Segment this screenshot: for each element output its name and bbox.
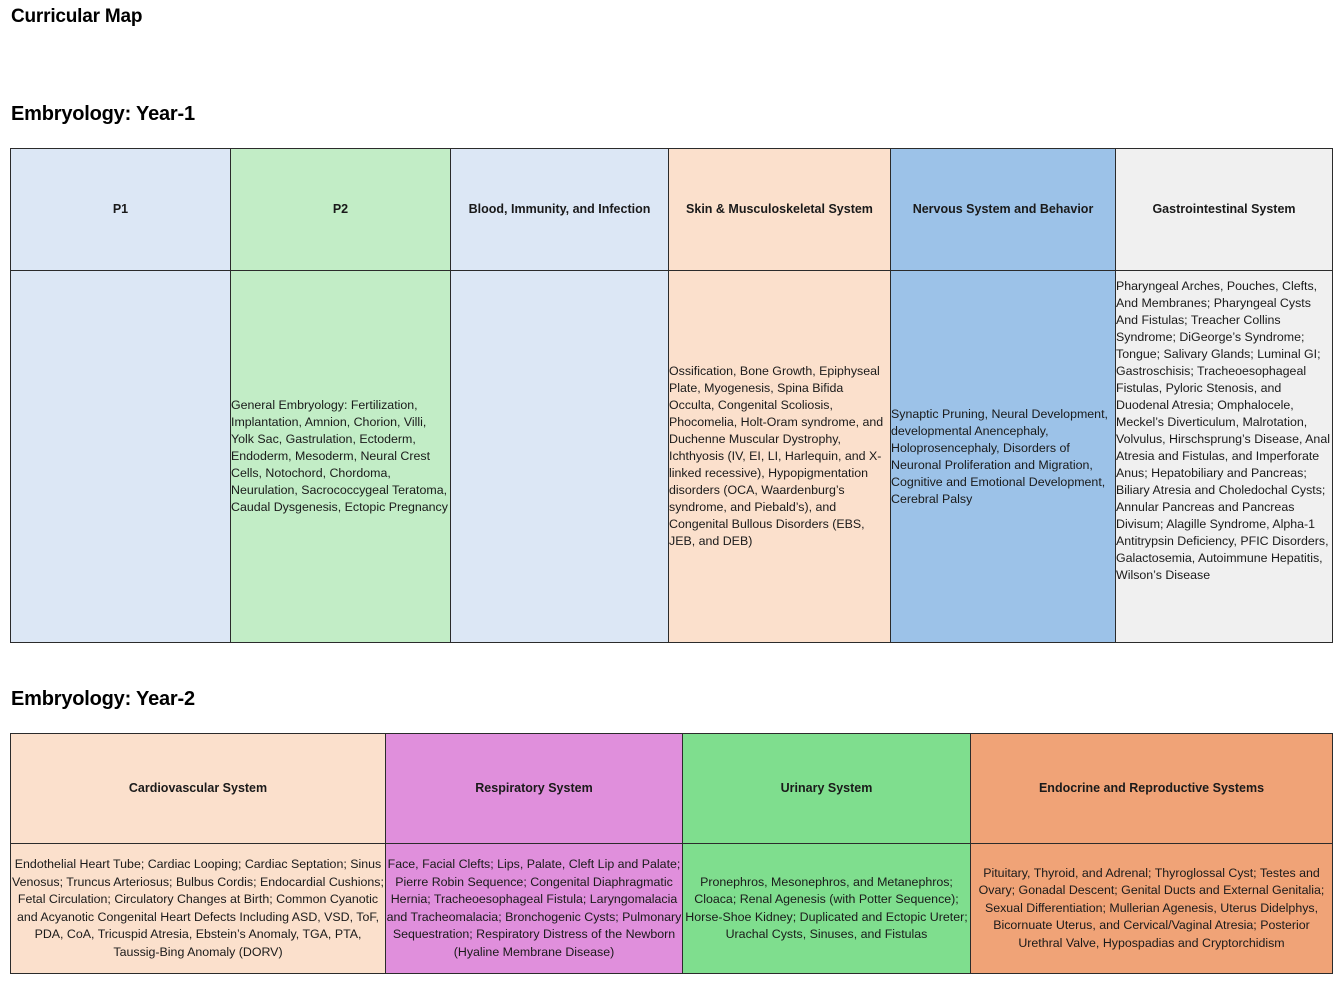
column-header-gastrointestinal-system[interactable]: Gastrointestinal System [1115, 148, 1333, 271]
column-header-urinary-system[interactable]: Urinary System [682, 733, 971, 844]
cell-skin-musculoskeletal-system-content[interactable]: Ossification, Bone Growth, Epiphyseal Pl… [668, 270, 891, 643]
spacer [0, 28, 1342, 68]
document-title: Curricular Map [11, 6, 143, 27]
cell-p2-content[interactable]: General Embryology: Fertilization, Impla… [230, 270, 451, 643]
table-body-row: Endothelial Heart Tube; Cardiac Looping;… [10, 843, 1333, 974]
section-title-year2: Embryology: Year-2 [11, 688, 195, 710]
column-header-cardiovascular-system[interactable]: Cardiovascular System [10, 733, 386, 844]
column-header-skin-musculoskeletal-system[interactable]: Skin & Musculoskeletal System [668, 148, 891, 271]
cell-urinary-system-content[interactable]: Pronephros, Mesonephros, and Metanephros… [682, 843, 971, 974]
embryology-year2-table: Cardiovascular System Respiratory System… [10, 733, 1333, 974]
cell-gastrointestinal-system-content[interactable]: Pharyngeal Arches, Pouches, Clefts, And … [1115, 270, 1333, 643]
section-title-year1: Embryology: Year-1 [11, 103, 195, 125]
spacer [0, 126, 1342, 148]
embryology-year1-table: P1 P2 Blood, Immunity, and Infection Ski… [10, 148, 1333, 643]
column-header-blood-immunity-infection[interactable]: Blood, Immunity, and Infection [450, 148, 669, 271]
column-header-endocrine-reproductive-systems[interactable]: Endocrine and Reproductive Systems [970, 733, 1333, 844]
cell-p1-content[interactable] [10, 270, 231, 643]
table-body-row: General Embryology: Fertilization, Impla… [10, 270, 1333, 643]
spacer [0, 711, 1342, 733]
column-header-p1[interactable]: P1 [10, 148, 231, 271]
cell-cardiovascular-system-content[interactable]: Endothelial Heart Tube; Cardiac Looping;… [10, 843, 386, 974]
cell-respiratory-system-content[interactable]: Face, Facial Clefts; Lips, Palate, Cleft… [385, 843, 683, 974]
cell-nervous-system-behavior-content[interactable]: Synaptic Pruning, Neural Development, de… [890, 270, 1116, 643]
table-header-row: Cardiovascular System Respiratory System… [10, 733, 1333, 844]
column-header-p2[interactable]: P2 [230, 148, 451, 271]
column-header-nervous-system-behavior[interactable]: Nervous System and Behavior [890, 148, 1116, 271]
table-header-row: P1 P2 Blood, Immunity, and Infection Ski… [10, 148, 1333, 271]
cell-endocrine-reproductive-systems-content[interactable]: Pituitary, Thyroid, and Adrenal; Thyrogl… [970, 843, 1333, 974]
cell-blood-immunity-infection-content[interactable] [450, 270, 669, 643]
column-header-respiratory-system[interactable]: Respiratory System [385, 733, 683, 844]
spacer [0, 643, 1342, 687]
